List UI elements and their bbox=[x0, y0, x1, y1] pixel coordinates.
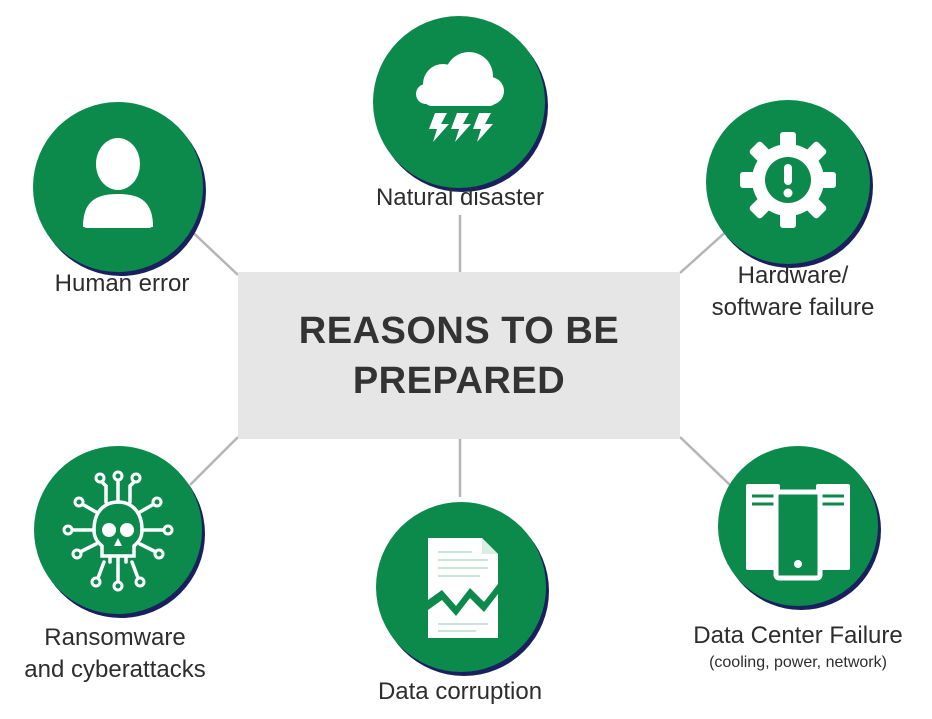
human-error-circle bbox=[33, 102, 203, 272]
connector-human-error bbox=[184, 224, 239, 276]
hardware-failure-label-line2: software failure bbox=[711, 294, 875, 321]
gear-alert-icon bbox=[740, 132, 836, 228]
ransomware-label: Ransomware and cyberattacks bbox=[10, 622, 220, 686]
data-center-label: Data Center Failure (cooling, power, net… bbox=[673, 620, 923, 674]
broken-document-icon bbox=[428, 538, 498, 638]
center-box: REASONS TO BE PREPARED bbox=[238, 272, 680, 439]
center-title: REASONS TO BE PREPARED bbox=[298, 309, 620, 402]
hardware-failure-label: Hardware/ software failure bbox=[693, 260, 893, 324]
hardware-failure-circle bbox=[706, 100, 870, 264]
data-center-sublabel: (cooling, power, network) bbox=[709, 654, 887, 671]
person-icon bbox=[83, 138, 153, 228]
connector-hardware-failure bbox=[679, 227, 731, 274]
data-center-label-title: Data Center Failure bbox=[693, 622, 903, 649]
ransomware-label-line1: Ransomware bbox=[44, 624, 186, 651]
hardware-failure-label-line1: Hardware/ bbox=[737, 262, 849, 289]
storm-cloud-icon bbox=[416, 52, 504, 142]
natural-disaster-label: Natural disaster bbox=[375, 184, 545, 211]
connector-data-center bbox=[679, 436, 731, 486]
connector-ransomware bbox=[189, 436, 239, 486]
natural-disaster-circle bbox=[373, 16, 545, 188]
data-corruption-circle bbox=[376, 502, 546, 672]
human-error-label: Human error bbox=[54, 270, 190, 297]
data-center-circle bbox=[718, 446, 878, 606]
ransomware-label-line2: and cyberattacks bbox=[24, 656, 206, 683]
data-corruption-label: Data corruption bbox=[377, 678, 543, 705]
ransomware-circle bbox=[34, 446, 202, 614]
skull-circuit-icon bbox=[62, 470, 174, 592]
server-racks-icon bbox=[746, 484, 850, 581]
